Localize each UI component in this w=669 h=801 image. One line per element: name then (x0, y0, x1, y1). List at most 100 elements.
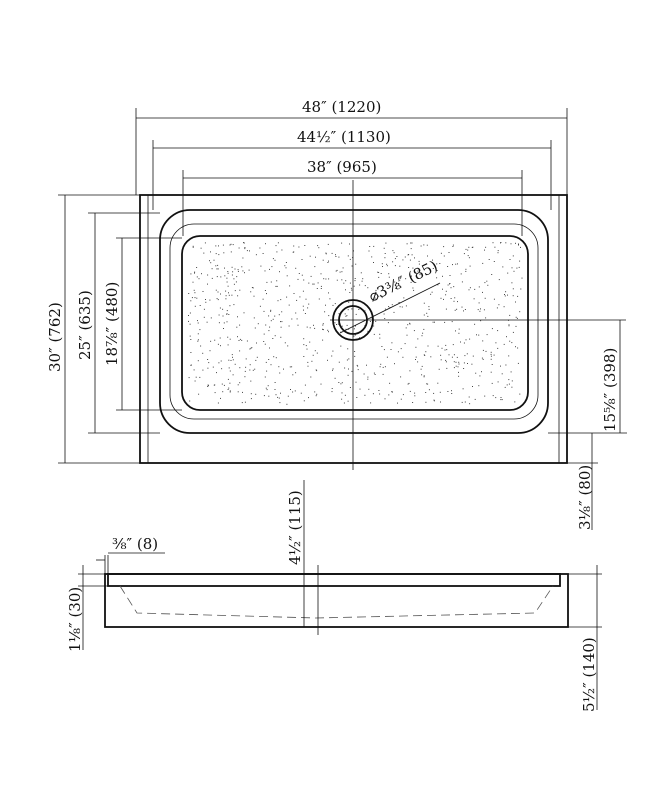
speckle-dot (502, 266, 504, 268)
speckle-dot (438, 368, 440, 370)
speckle-dot (510, 243, 512, 245)
speckle-dot (359, 284, 361, 286)
speckle-dot (268, 359, 270, 360)
speckle-dot (318, 298, 320, 300)
speckle-dot (280, 321, 281, 323)
speckle-dot (226, 313, 228, 315)
speckle-dot (287, 395, 289, 397)
speckle-dot (493, 354, 495, 356)
speckle-dot (512, 255, 514, 257)
speckle-dot (312, 354, 314, 356)
speckle-dot (265, 387, 267, 389)
speckle-dot (518, 243, 519, 245)
speckle-dot (521, 277, 523, 279)
speckle-dot (426, 383, 428, 385)
speckle-dot (205, 299, 206, 300)
speckle-dot (203, 252, 205, 254)
speckle-dot (227, 285, 229, 287)
speckle-dot (453, 361, 455, 363)
speckle-dot (345, 328, 347, 330)
speckle-dot (405, 327, 407, 329)
speckle-dot (518, 244, 519, 246)
speckle-dot (366, 364, 367, 366)
speckle-dot (275, 245, 277, 247)
speckle-dot (427, 383, 429, 385)
speckle-dot (500, 242, 502, 243)
speckle-dot (392, 250, 394, 252)
speckle-dot (227, 378, 229, 380)
speckle-dot (275, 394, 277, 396)
speckle-dot (414, 395, 416, 397)
speckle-dot (210, 340, 212, 342)
speckle-dot (192, 246, 194, 248)
speckle-dot (453, 286, 455, 288)
speckle-dot (249, 250, 250, 252)
speckle-dot (341, 242, 343, 244)
speckle-dot (386, 265, 388, 267)
speckle-dot (207, 274, 209, 276)
speckle-dot (320, 285, 322, 287)
speckle-dot (461, 281, 463, 283)
speckle-dot (285, 262, 287, 263)
speckle-dot (495, 397, 497, 399)
speckle-dot (207, 385, 209, 387)
speckle-dot (218, 314, 220, 316)
speckle-dot (239, 324, 241, 326)
speckle-dot (444, 349, 446, 351)
speckle-dot (229, 390, 231, 392)
speckle-dot (223, 322, 225, 324)
depth-curb-label: 25″ (635) (76, 290, 94, 360)
speckle-dot (285, 267, 287, 269)
speckle-dot (351, 265, 353, 267)
speckle-dot (485, 350, 487, 352)
speckle-dot (249, 348, 251, 350)
speckle-dot (188, 315, 189, 316)
speckle-dot (254, 327, 256, 329)
speckle-dot (265, 324, 267, 326)
speckle-dot (332, 350, 334, 352)
side-view: 4½″ (115) ⅜″ (8) 1⅛″ (30) 5½″ (140) (66, 480, 602, 712)
speckle-dot (295, 267, 297, 269)
speckle-dot (241, 266, 243, 268)
speckle-dot (302, 305, 304, 307)
speckle-dot (268, 395, 270, 397)
speckle-dot (205, 301, 207, 303)
speckle-dot (249, 364, 251, 366)
speckle-dot (260, 265, 262, 267)
speckle-dot (266, 370, 268, 372)
speckle-dot (348, 328, 350, 330)
speckle-dot (509, 314, 511, 316)
speckle-dot (505, 242, 507, 244)
speckle-dot (395, 283, 397, 285)
speckle-dot (351, 370, 353, 372)
speckle-dot (214, 392, 216, 394)
speckle-dot (218, 245, 219, 247)
speckle-dot (410, 281, 412, 283)
speckle-dot (304, 245, 306, 246)
speckle-dot (277, 396, 279, 398)
speckle-dot (408, 254, 410, 255)
drain-height-label: 4½″ (115) (286, 490, 304, 565)
speckle-dot (275, 285, 277, 287)
speckle-dot (233, 304, 235, 306)
speckle-dot (423, 244, 425, 246)
speckle-dot (252, 369, 254, 371)
speckle-dot (264, 270, 266, 272)
speckle-dot (515, 301, 516, 303)
speckle-dot (421, 335, 423, 337)
speckle-dot (197, 322, 199, 324)
speckle-dot (375, 320, 377, 322)
speckle-dot (228, 387, 230, 389)
speckle-dot (254, 368, 256, 370)
speckle-dot (227, 336, 229, 338)
speckle-dot (251, 287, 253, 288)
speckle-dot (354, 280, 356, 282)
speckle-dot (373, 245, 375, 247)
speckle-dot (346, 359, 348, 361)
speckle-dot (519, 260, 521, 262)
speckle-dot (284, 265, 286, 267)
speckle-dot (212, 366, 214, 368)
speckle-dot (379, 337, 381, 339)
speckle-dot (367, 376, 369, 378)
